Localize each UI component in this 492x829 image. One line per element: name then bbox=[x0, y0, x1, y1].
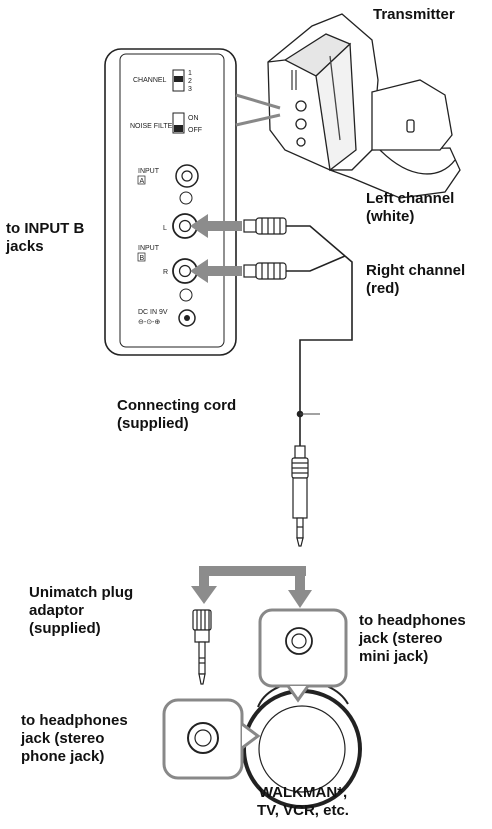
phone-jack-callout bbox=[162, 698, 261, 780]
arrow-to-input-r bbox=[190, 259, 242, 283]
input-b-jacks: L INPUT B R bbox=[137, 213, 198, 302]
transmitter-label: Transmitter bbox=[373, 6, 455, 23]
right-channel-label: Right channel (red) bbox=[366, 262, 466, 297]
input-b-l-label: L bbox=[163, 225, 167, 232]
stereo-mini-plug bbox=[291, 445, 309, 547]
input-b-label: INPUT bbox=[138, 245, 160, 252]
to-headphones-mini-label: to headphones jack (stereo mini jack) bbox=[359, 612, 466, 665]
dc-in-label: DC IN 9V bbox=[138, 309, 168, 316]
connecting-cable bbox=[286, 225, 353, 446]
on-label: ON bbox=[188, 115, 199, 122]
rca-plug-left-white bbox=[243, 217, 287, 235]
noise-filter-switch: NOISE FILTER ON OFF bbox=[130, 112, 202, 134]
left-channel-label: Left channel (white) bbox=[366, 190, 455, 225]
channel-switch: CHANNEL 1 2 3 bbox=[133, 69, 192, 93]
noise-filter-label: NOISE FILTER bbox=[130, 123, 177, 130]
mini-jack-callout bbox=[258, 608, 348, 703]
to-input-b-label: to INPUT B jacks bbox=[6, 220, 85, 255]
rca-plug-right-red bbox=[243, 262, 287, 280]
walkman-label: WALKMAN*, TV, VCR, etc. bbox=[257, 784, 349, 819]
dc-polarity-icon: ⊖-⊙-⊕ bbox=[138, 319, 160, 326]
arrow-to-input-l bbox=[190, 214, 242, 238]
channel-3-label: 3 bbox=[188, 86, 192, 93]
channel-2-label: 2 bbox=[188, 78, 192, 85]
input-a-jack: INPUT A bbox=[137, 164, 199, 205]
transmitter-illustration bbox=[267, 13, 461, 199]
channel-label: CHANNEL bbox=[133, 77, 167, 84]
input-b-r-label: R bbox=[163, 269, 168, 276]
connecting-cord-label: Connecting cord (supplied) bbox=[117, 397, 237, 432]
unimatch-adaptor bbox=[192, 609, 212, 685]
rear-panel: CHANNEL 1 2 3 NOISE FILTER ON OFF INPUT … bbox=[104, 48, 281, 356]
walkman-device bbox=[242, 680, 362, 809]
to-headphones-phone-label: to headphones jack (stereo phone jack) bbox=[21, 712, 128, 765]
channel-1-label: 1 bbox=[188, 70, 192, 77]
input-b-letter: B bbox=[140, 255, 145, 262]
input-a-label: INPUT bbox=[138, 168, 160, 175]
unimatch-label: Unimatch plug adaptor (supplied) bbox=[29, 584, 134, 637]
off-label: OFF bbox=[188, 127, 202, 134]
dc-in-jack: DC IN 9V ⊖-⊙-⊕ bbox=[138, 309, 196, 327]
input-a-letter: A bbox=[140, 178, 145, 185]
